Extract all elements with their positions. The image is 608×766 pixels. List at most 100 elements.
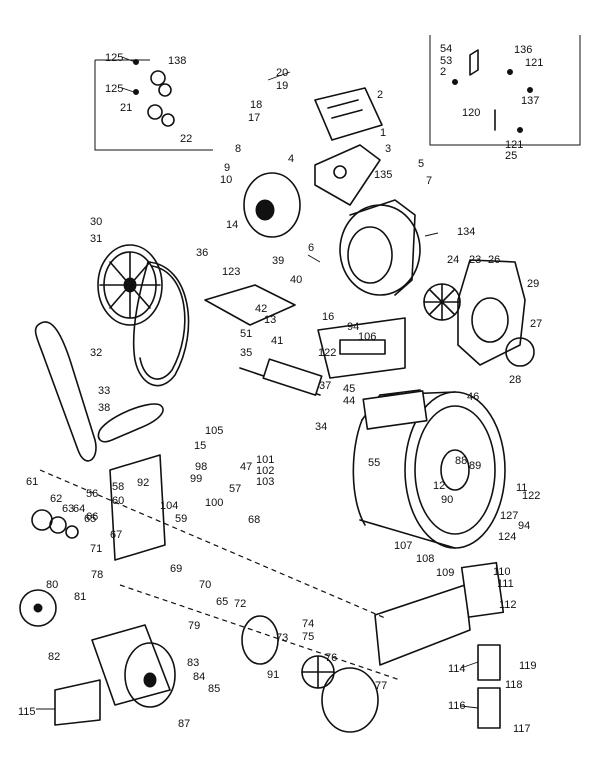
part-label: 125 [105, 52, 123, 64]
part-label: 90 [441, 494, 453, 506]
drive-shaft [239, 358, 323, 396]
base-rail [39, 469, 401, 681]
drive-belt [132, 261, 190, 387]
part-label: 78 [91, 569, 103, 581]
part-label: 29 [527, 278, 539, 290]
part-label: 27 [530, 318, 542, 330]
part-label: 14 [226, 219, 238, 231]
pulley-14 [243, 172, 301, 238]
part-label: 91 [267, 669, 279, 681]
end-plate [19, 589, 57, 627]
part-label: 65 [216, 596, 228, 608]
inset-right-parts [452, 49, 533, 133]
part-label: 21 [120, 102, 132, 114]
small-belt-38 [97, 403, 164, 443]
part-label: 100 [205, 497, 223, 509]
part-label: 15 [194, 440, 206, 452]
part-label: 124 [498, 531, 516, 543]
part-label: 45 [343, 383, 355, 395]
part-label: 87 [178, 718, 190, 730]
part-label: 56 [86, 488, 98, 500]
part-label: 64 [73, 503, 85, 515]
drum-assembly [352, 389, 506, 549]
part-label: 62 [50, 493, 62, 505]
part-label: 1 [380, 127, 386, 139]
part-label: 18 [250, 99, 262, 111]
part-label: 85 [208, 683, 220, 695]
part-label: 125 [105, 83, 123, 95]
part-label: 123 [222, 266, 240, 278]
part-label: 102 [256, 465, 274, 477]
drum-pulley-wheel [97, 244, 163, 326]
part-label: 71 [90, 543, 102, 555]
idler-belt-long [34, 321, 97, 462]
part-label: 40 [290, 274, 302, 286]
part-label: 39 [272, 255, 284, 267]
part-label: 24 [447, 254, 459, 266]
part-label: 111 [497, 578, 514, 590]
part-label: 121 [525, 57, 543, 69]
part-label: 83 [187, 657, 199, 669]
part-label: 35 [240, 347, 252, 359]
part-label: 77 [375, 680, 387, 692]
part-label: 46 [467, 391, 479, 403]
blower-wheel-75 [301, 655, 335, 689]
control-panel [374, 561, 505, 666]
drive-motor [91, 624, 176, 708]
heater-bracket [317, 317, 406, 379]
part-label: 101 [256, 454, 274, 466]
part-label: 30 [90, 216, 102, 228]
part-label: 110 [493, 566, 511, 578]
part-label: 109 [436, 567, 454, 579]
top-cover [314, 87, 383, 141]
switch-116 [477, 687, 501, 729]
part-label: 55 [368, 457, 380, 469]
part-label: 80 [46, 579, 58, 591]
part-label: 34 [315, 421, 327, 433]
inset-box-right [429, 35, 581, 146]
bracket-3 [314, 144, 381, 206]
part-label: 103 [256, 476, 274, 488]
part-label: 119 [519, 660, 537, 672]
part-label: 134 [457, 226, 475, 238]
part-label: 107 [394, 540, 412, 552]
part-label: 72 [234, 598, 246, 610]
inset-left-parts [133, 59, 175, 127]
part-label: 82 [48, 651, 60, 663]
part-label: 114 [448, 663, 466, 675]
part-label: 66 [86, 511, 98, 523]
part-label: 98 [195, 461, 207, 473]
part-label: 17 [248, 112, 260, 124]
part-label: 73 [276, 632, 288, 644]
blower-fan [423, 283, 461, 321]
part-label: 59 [175, 513, 187, 525]
part-label: 138 [168, 55, 186, 67]
part-label: 6 [308, 242, 314, 254]
part-label: 92 [137, 477, 149, 489]
part-label: 4 [288, 153, 294, 165]
part-label: 112 [499, 599, 517, 611]
part-label: 2 [377, 89, 383, 101]
part-label: 12 [433, 480, 445, 492]
part-label: 58 [112, 481, 124, 493]
part-label: 28 [509, 374, 521, 386]
idler-bracket [204, 284, 296, 326]
part-label: 57 [229, 483, 241, 495]
part-label: 135 [374, 169, 392, 181]
part-label: 81 [74, 591, 86, 603]
part-label: 60 [112, 495, 124, 507]
part-label: 94 [347, 321, 359, 333]
part-label: 41 [271, 335, 283, 347]
part-label: 47 [240, 461, 252, 473]
part-label: 120 [462, 107, 480, 119]
part-label: 106 [358, 331, 376, 343]
leader-lines [36, 56, 479, 710]
part-label: 69 [170, 563, 182, 575]
pulley-72 [241, 615, 279, 665]
part-label: 117 [513, 723, 531, 735]
part-label: 84 [193, 671, 205, 683]
part-label: 16 [322, 311, 334, 323]
part-label: 32 [90, 347, 102, 359]
part-label: 99 [190, 473, 202, 485]
